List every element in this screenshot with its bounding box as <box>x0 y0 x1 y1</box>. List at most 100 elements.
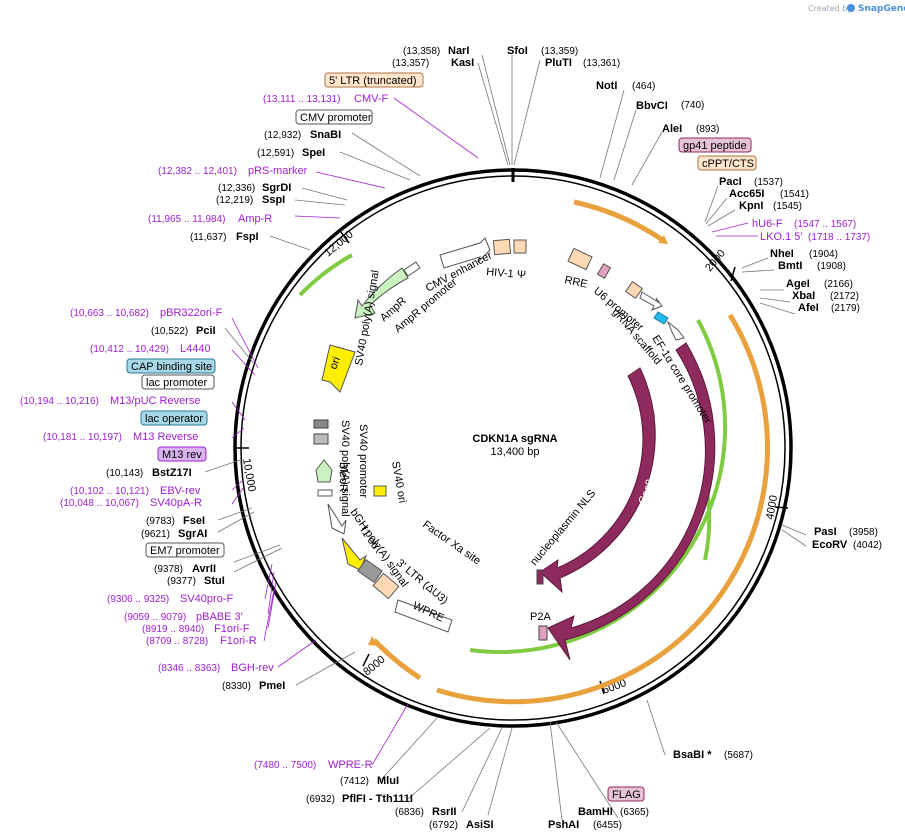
primer-f1ori-r: F1ori-R <box>220 635 257 647</box>
tick-4000: 4000 <box>764 494 780 520</box>
primer-amp-r: Amp-R <box>238 213 272 225</box>
svg-text:(10,048 .. 10,067): (10,048 .. 10,067) <box>60 498 139 509</box>
svg-text:(3958): (3958) <box>849 527 878 538</box>
feat-sv40pa: SV40 poly(A) signal <box>339 420 351 517</box>
primer-m13-puc-reverse: M13/pUC Reverse <box>110 395 200 407</box>
ltr5-label-box <box>324 72 424 88</box>
tick-10000: 10,000 <box>240 457 258 492</box>
label-lac-promoter: lac promoter <box>146 377 207 389</box>
enzyme-bamhi: BamHI <box>578 806 613 818</box>
ampr-promoter-arrow <box>403 261 421 277</box>
svg-text:(10,522): (10,522) <box>151 326 188 337</box>
svg-text:(13,359): (13,359) <box>541 46 578 57</box>
svg-text:(10,143): (10,143) <box>106 468 143 479</box>
rre-box <box>513 239 527 254</box>
hiv-psi-box <box>492 238 512 256</box>
primer-lko1: LKO.1 5' <box>760 231 802 243</box>
primer-pbabe: pBABE 3' <box>196 611 243 623</box>
green-arc-topleft <box>298 253 353 297</box>
enzyme-sspi: SspI <box>262 194 285 206</box>
enzyme-xbai: XbaI <box>792 290 815 302</box>
sv40ori-box <box>373 485 387 497</box>
enzyme-fspi: FspI <box>236 231 259 243</box>
lac-operator-label-box <box>140 410 208 426</box>
plasmid-size: 13,400 bp <box>491 446 540 458</box>
enzyme-spei: SpeI <box>302 147 325 159</box>
enzyme-pmei: PmeI <box>259 680 285 692</box>
svg-text:(9306 .. 9325): (9306 .. 9325) <box>107 594 169 605</box>
svg-text:(1547 .. 1567): (1547 .. 1567) <box>794 219 856 230</box>
label-gp41: gp41 peptide <box>683 140 747 152</box>
enzyme-nhei: NheI <box>770 248 794 260</box>
svg-text:(2179): (2179) <box>831 303 860 314</box>
svg-text:(1904): (1904) <box>809 249 838 260</box>
cmv-promoter-label-box <box>295 109 373 125</box>
svg-text:(740): (740) <box>681 100 704 111</box>
svg-text:(10,102 .. 10,121): (10,102 .. 10,121) <box>70 486 149 497</box>
enzyme-bsabi: BsaBI * <box>673 749 712 761</box>
svg-text:(2166): (2166) <box>824 279 853 290</box>
gp41-label-box <box>678 137 752 153</box>
snapgene-logo-icon <box>847 4 855 12</box>
ltr3-box <box>372 572 400 600</box>
label-lac-operator: lac operator <box>145 413 203 425</box>
primer-f1ori-f: F1ori-F <box>214 623 250 635</box>
enzyme-sfoi: SfoI <box>507 45 528 57</box>
lac-promoter-label-box <box>141 374 215 390</box>
label-ltr5: 5' LTR (truncated) <box>329 75 416 87</box>
enzyme-rsrii: RsrII <box>432 806 456 818</box>
enzyme-ecorv: EcoRV <box>812 539 848 551</box>
svg-text:(10,181 .. 10,197): (10,181 .. 10,197) <box>43 432 122 443</box>
p2a-box <box>538 625 548 641</box>
enzyme-bbvci: BbvCI <box>636 100 668 112</box>
feat-factorxa: Factor Xa site <box>420 519 482 568</box>
nls-box <box>536 569 544 585</box>
flag-label-box <box>607 786 645 802</box>
cap-label-box <box>126 358 216 374</box>
svg-text:(12,591): (12,591) <box>257 148 294 159</box>
enzyme-alei: AleI <box>662 123 682 135</box>
primer-prs-marker: pRS-marker <box>248 165 308 177</box>
svg-text:(8330): (8330) <box>222 681 251 692</box>
enzyme-afei: AfeI <box>798 302 819 314</box>
feat-sv40ori: SV40 ori <box>389 460 408 504</box>
enzyme-mlui: MluI <box>377 775 399 787</box>
enzyme-paci: PacI <box>719 176 742 188</box>
svg-text:(12,336): (12,336) <box>218 183 255 194</box>
svg-text:(1537): (1537) <box>754 177 783 188</box>
label-flag: FLAG <box>612 789 641 801</box>
enzyme-avrii: AvrII <box>192 563 216 575</box>
m13rev-label-box <box>157 446 207 462</box>
enzyme-bstz17i: BstZ17I <box>152 467 192 479</box>
label-cap: CAP binding site <box>131 361 212 373</box>
enzyme-noti: NotI <box>596 80 617 92</box>
primer-sv40pro-f: SV40pro-F <box>180 593 233 605</box>
enzyme-kasi: KasI <box>451 57 474 69</box>
primer-m13-reverse: M13 Reverse <box>133 431 198 443</box>
svg-text:(6836): (6836) <box>395 807 424 818</box>
cas9-outer-arrow <box>547 342 716 661</box>
enzyme-pasi: PasI <box>814 526 837 538</box>
primer-wpre-r: WPRE-R <box>328 759 373 771</box>
plasmid-name: CDKN1A sgRNA <box>472 433 557 445</box>
label-m13rev: M13 rev <box>162 449 202 461</box>
svg-text:(6455): (6455) <box>593 820 622 831</box>
bleor-arrow <box>315 459 333 483</box>
svg-text:(8919 .. 8940): (8919 .. 8940) <box>142 624 204 635</box>
enzyme-pluti: PluTI <box>545 57 572 69</box>
svg-text:(10,663 .. 10,682): (10,663 .. 10,682) <box>70 308 149 319</box>
enzyme-stui: StuI <box>204 575 225 587</box>
svg-text:(12,382 .. 12,401): (12,382 .. 12,401) <box>158 166 237 177</box>
feat-p2a: P2A <box>530 611 551 623</box>
svg-text:(4042): (4042) <box>853 540 882 551</box>
ampr-arrow <box>354 267 409 319</box>
svg-text:(13,358): (13,358) <box>403 46 440 57</box>
em7-label-box <box>145 542 225 558</box>
primer-bgh-rev: BGH-rev <box>231 662 274 674</box>
wpre-box <box>394 599 453 633</box>
orange-arc-bottom-left <box>372 638 422 681</box>
orange-arc-right <box>436 313 770 705</box>
enzyme-bmti: BmtI <box>778 260 802 272</box>
svg-text:(9378): (9378) <box>154 564 183 575</box>
